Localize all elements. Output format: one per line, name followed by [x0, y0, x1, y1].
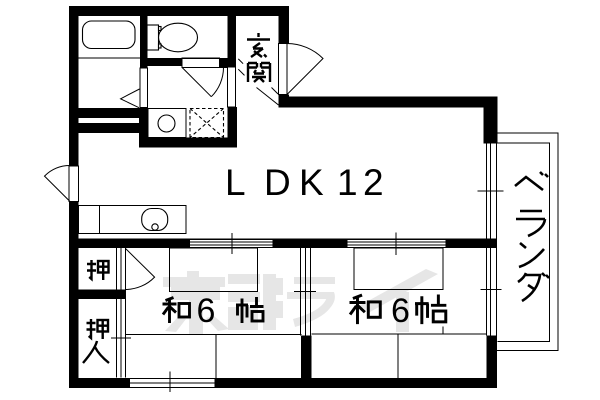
- svg-text:2: 2: [363, 162, 384, 203]
- svg-text:1: 1: [337, 162, 358, 203]
- svg-text:D: D: [264, 162, 291, 203]
- svg-text:K: K: [299, 162, 324, 203]
- svg-text:L: L: [225, 162, 246, 203]
- svg-text:6: 6: [197, 292, 216, 330]
- svg-text:6: 6: [391, 292, 410, 330]
